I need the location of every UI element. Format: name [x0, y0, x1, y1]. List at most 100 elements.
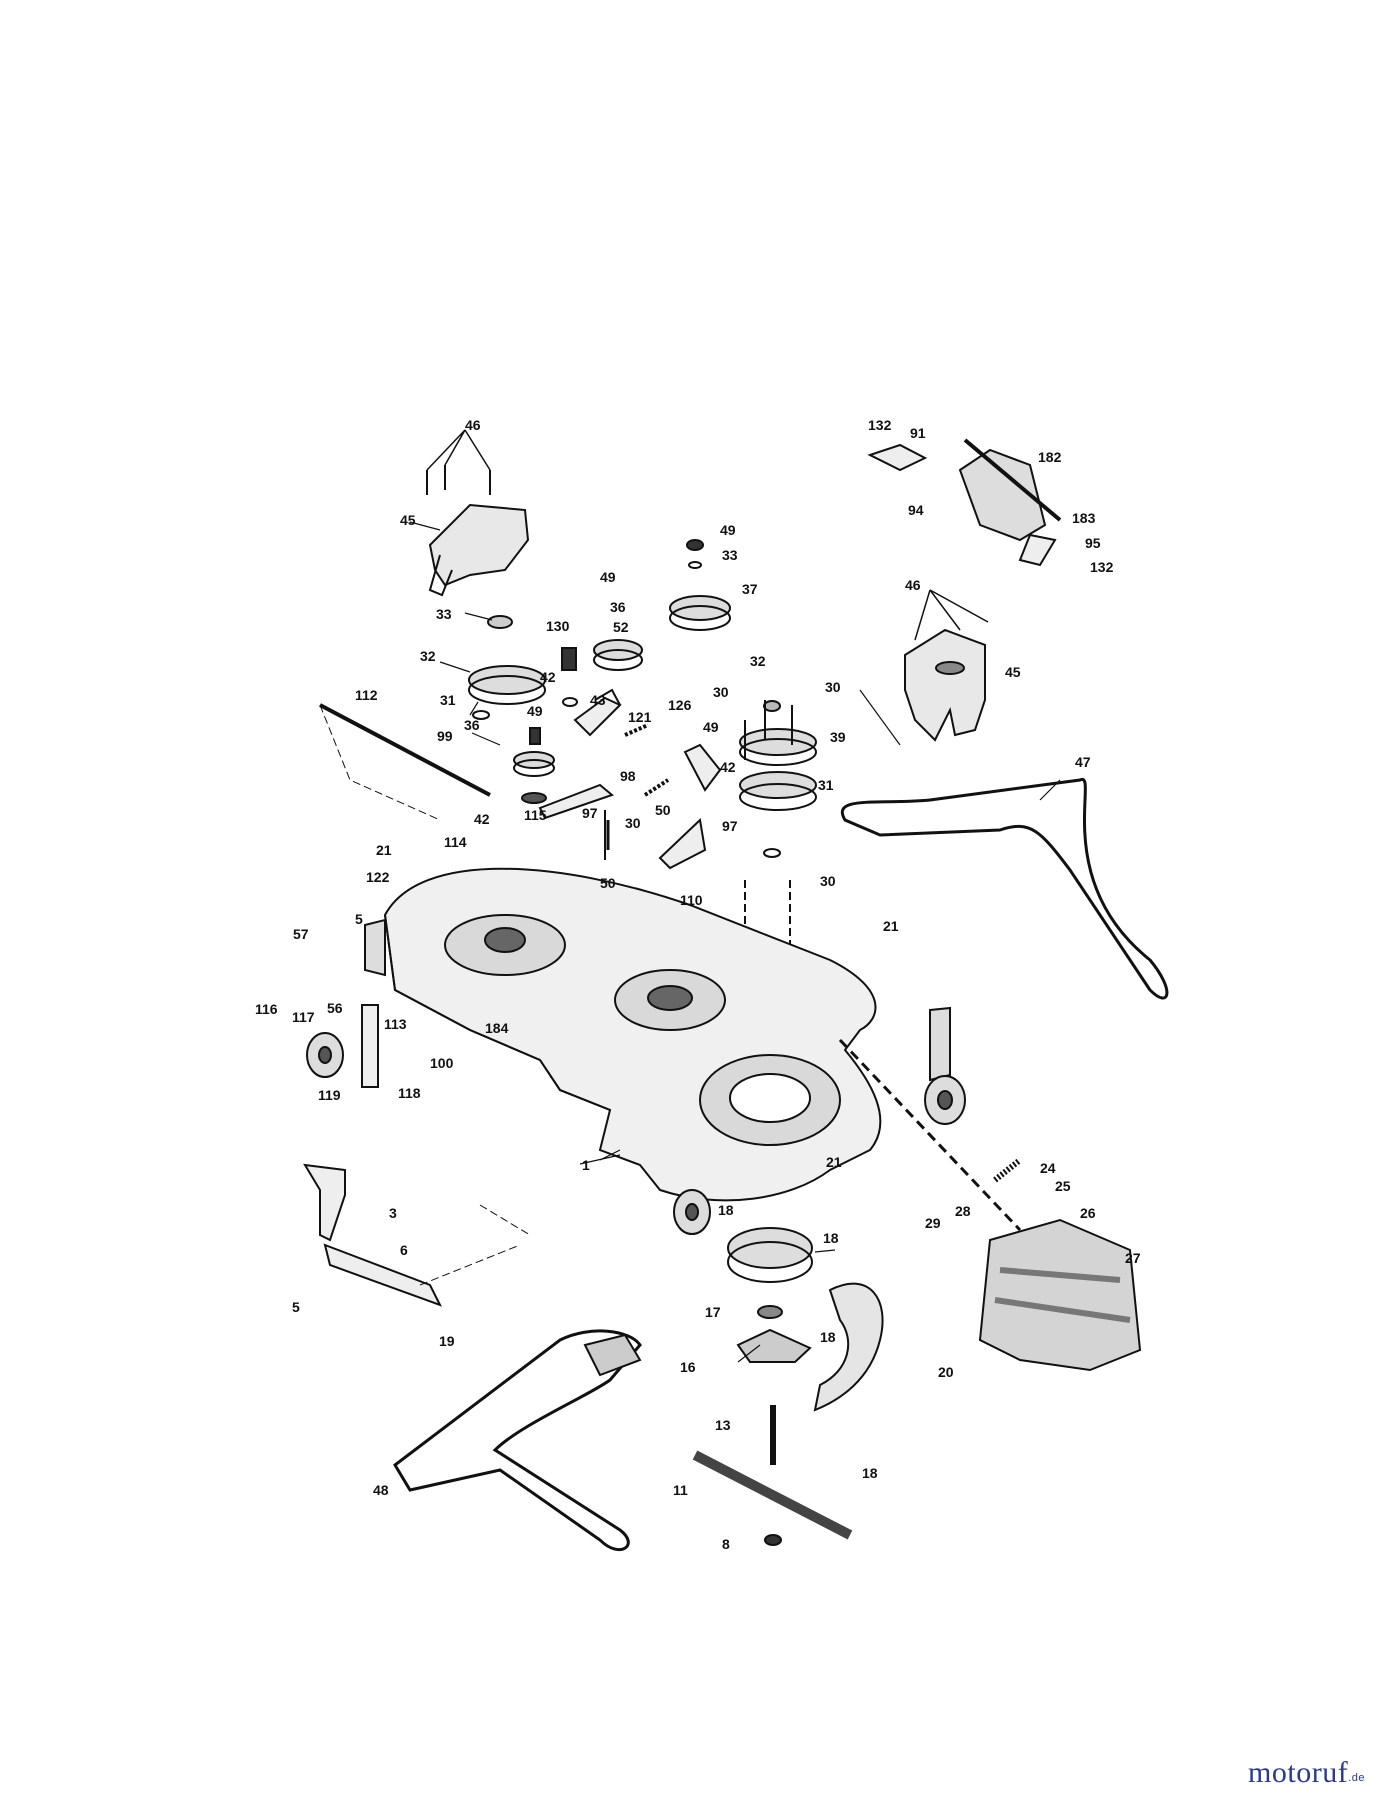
- callout-48: 48: [373, 1482, 389, 1498]
- callout-21-bottom: 21: [826, 1154, 842, 1170]
- callout-28: 28: [955, 1203, 971, 1219]
- artwork: [303, 429, 1169, 1552]
- watermark-logo: motoruf.de: [1248, 1756, 1365, 1790]
- callout-98: 98: [620, 768, 636, 784]
- lift-rod: [319, 703, 491, 797]
- callout-46-right: 46: [905, 577, 921, 593]
- callout-115: 115: [524, 807, 547, 823]
- callout-50-right: 50: [655, 802, 671, 818]
- callout-32-right: 31: [818, 777, 834, 793]
- callout-184: 184: [485, 1020, 509, 1036]
- callout-3: 3: [389, 1205, 397, 1221]
- callout-117: 117: [292, 1009, 315, 1025]
- callout-32-left: 32: [420, 648, 436, 664]
- callout-39: 39: [830, 729, 846, 745]
- callout-25: 25: [1055, 1178, 1071, 1194]
- chute-rod-dashed: [838, 1038, 1022, 1232]
- callout-33-right: 32: [750, 653, 766, 669]
- callout-6: 6: [400, 1242, 408, 1258]
- callout-45-right: 45: [1005, 664, 1021, 680]
- callout-97-left: 97: [582, 805, 598, 821]
- callout-122: 122: [366, 869, 390, 885]
- leader-dash: [319, 704, 441, 821]
- callout-36-mid: 36: [610, 599, 626, 615]
- callout-37: 37: [742, 581, 758, 597]
- drive-belt-48: [393, 1329, 642, 1552]
- callout-30-right-b: 30: [825, 679, 841, 695]
- callout-18-upper: 18: [820, 1329, 836, 1345]
- callout-97-right: 97: [722, 818, 738, 834]
- callout-47: 47: [1075, 754, 1091, 770]
- idler-brackets: [538, 688, 722, 870]
- watermark-text: motoruf: [1248, 1756, 1349, 1789]
- discharge-chute: [978, 1218, 1142, 1372]
- callout-49-mid: 49: [600, 569, 616, 585]
- callout-14: 16: [680, 1359, 696, 1375]
- callout-45-left: 45: [400, 512, 416, 528]
- callout-5-upper: 5: [355, 911, 363, 927]
- callout-119: 119: [318, 1087, 341, 1103]
- callout-49-left: 49: [527, 703, 543, 719]
- callout-43: 43: [590, 692, 606, 708]
- chute-roller-assembly: [867, 438, 1062, 567]
- callout-91: 91: [910, 425, 926, 441]
- callout-130: 130: [546, 618, 570, 634]
- callout-42-mid: 42: [540, 669, 556, 685]
- callout-26: 26: [1080, 1205, 1096, 1221]
- callout-33-left: 33: [436, 606, 452, 622]
- callout-19: 19: [439, 1333, 455, 1349]
- drive-belt-47: [841, 777, 1169, 1000]
- callout-113: 113: [384, 1016, 407, 1032]
- callout-42-left: 42: [474, 811, 490, 827]
- callout-21-right: 21: [883, 918, 899, 934]
- callout-42-right: 42: [720, 759, 736, 775]
- callout-36-left: 36: [464, 717, 480, 733]
- callout-30-mid: 30: [625, 815, 641, 831]
- belt-cover-right: [904, 589, 989, 742]
- mower-deck: [364, 867, 951, 1202]
- callout-121: 121: [628, 709, 652, 725]
- pulley-group-right: [739, 700, 817, 1100]
- callout-29: 29: [925, 1215, 941, 1231]
- blade-spindle-assembly: [692, 1227, 884, 1546]
- callout-8: 8: [722, 1536, 730, 1552]
- callout-57: 57: [293, 926, 309, 942]
- callout-24: 24: [1040, 1160, 1056, 1176]
- callout-31-left: 31: [440, 692, 456, 708]
- callout-95: 95: [1085, 535, 1101, 551]
- callout-15: 17: [705, 1304, 721, 1320]
- callout-56: 56: [327, 1000, 343, 1016]
- callout-13: 13: [715, 1417, 731, 1433]
- callout-183: 183: [1072, 510, 1096, 526]
- callout-50-mid: 50: [600, 875, 616, 891]
- callout-182: 182: [1038, 449, 1062, 465]
- callout-126: 126: [668, 697, 692, 713]
- callout-118: 118: [398, 1085, 421, 1101]
- callout-46-top: 46: [465, 417, 481, 433]
- callout-49-top: 49: [720, 522, 736, 538]
- callout-18-lower: 18: [862, 1465, 878, 1481]
- pulley-group-center: [561, 539, 731, 860]
- callout-1: 1: [582, 1157, 590, 1173]
- front-hanger-brackets: [303, 1163, 531, 1307]
- callout-16: 18: [823, 1230, 839, 1246]
- callout-leaders: [409, 521, 1061, 1363]
- callout-27: 27: [1125, 1250, 1141, 1266]
- callout-110: 110: [680, 892, 703, 908]
- callout-31-right: 30: [820, 873, 836, 889]
- gauge-wheels: [306, 1004, 966, 1235]
- belt-cover-left: [426, 429, 530, 597]
- callout-112: 112: [355, 687, 378, 703]
- callout-49-right: 49: [703, 719, 719, 735]
- callout-30-right-a: 30: [713, 684, 729, 700]
- callout-11: 11: [673, 1482, 688, 1498]
- callout-17: 18: [718, 1202, 734, 1218]
- callout-labels: 46 45 33 32 31 36 99 49 42 112 49 36 52 …: [255, 417, 1141, 1552]
- callout-36-top: 33: [722, 547, 738, 563]
- pulley-group-left: [468, 615, 555, 804]
- callout-99: 99: [437, 728, 453, 744]
- callout-114: 114: [444, 834, 467, 850]
- callout-94: 94: [908, 502, 924, 518]
